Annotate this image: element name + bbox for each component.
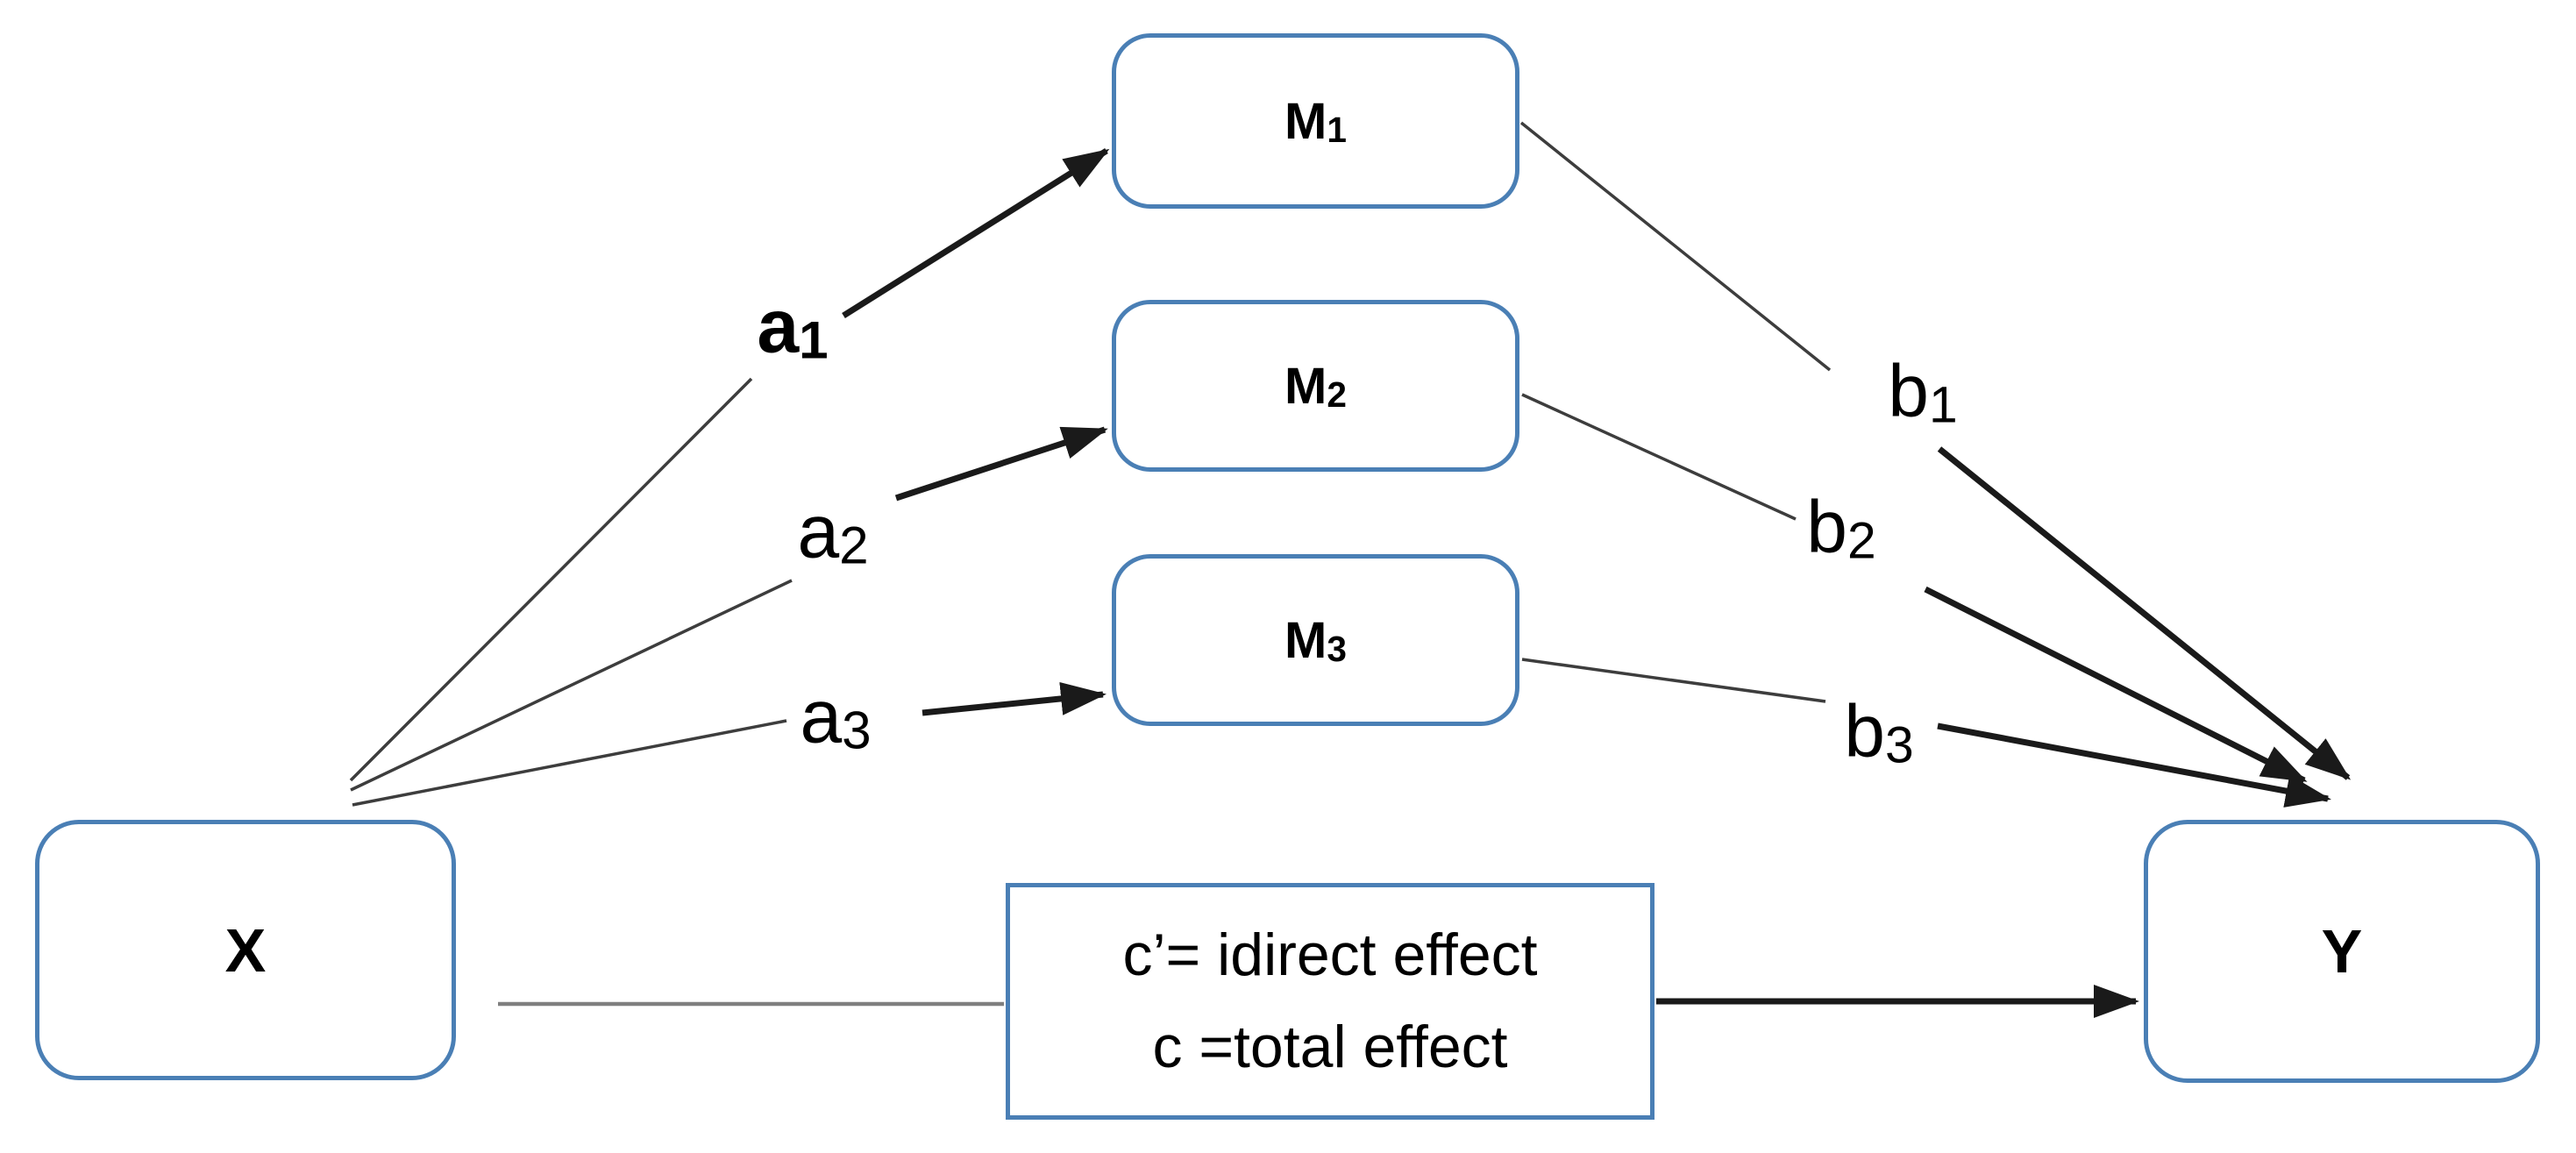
arrow-b2-to-y	[1924, 586, 2308, 784]
node-m2-box: M2	[1112, 300, 1519, 472]
arrow-a2-to-m2	[894, 426, 1108, 502]
arrow-b3-to-y	[1937, 722, 2331, 808]
path-label-a2: a2	[797, 489, 869, 575]
arrow-a1-to-m1	[842, 148, 1110, 318]
path-label-a1: a1	[757, 284, 829, 370]
path-label-b1: b1	[1888, 349, 1958, 434]
line-m2-to-b2	[1521, 393, 1797, 521]
node-m2-label: M2	[1284, 357, 1347, 416]
arrow-a3-to-m3	[922, 681, 1107, 716]
path-label-a2-subscript: 2	[839, 516, 869, 575]
effect-note-line1: c’= idirect effect	[1122, 921, 1538, 988]
node-m3-box: M3	[1112, 554, 1519, 726]
node-m3-label: M3	[1284, 611, 1347, 670]
node-y-label: Y	[2321, 917, 2363, 986]
path-label-b3-subscript: 3	[1885, 716, 1914, 774]
line-x-to-a1	[349, 377, 753, 782]
path-label-b2: b2	[1806, 485, 1876, 570]
arrow-b1-to-y	[1937, 446, 2352, 780]
node-x-box: X	[35, 820, 456, 1080]
node-m2-subscript: 2	[1327, 374, 1347, 416]
node-m1-label: M1	[1284, 92, 1347, 151]
line-m3-to-b3	[1521, 658, 1826, 703]
effect-note-box: c’= idirect effect c =total effect	[1006, 883, 1654, 1120]
node-m1-subscript: 1	[1327, 110, 1347, 151]
node-m1-box: M1	[1112, 33, 1519, 209]
node-y-box: Y	[2144, 820, 2540, 1083]
path-label-b1-subscript: 1	[1929, 376, 1958, 434]
effect-note-line2: c =total effect	[1152, 1014, 1508, 1080]
line-x-to-a3	[352, 719, 787, 807]
line-m1-to-b1	[1519, 121, 1832, 372]
line-x-to-a2	[350, 579, 793, 792]
path-label-b2-subscript: 2	[1847, 512, 1876, 570]
path-label-a3-subscript: 3	[842, 701, 872, 760]
path-label-b3: b3	[1844, 689, 1914, 774]
node-m3-subscript: 3	[1327, 629, 1347, 670]
node-x-label: X	[224, 915, 267, 985]
path-label-a3: a3	[800, 674, 872, 760]
path-label-a1-subscript: 1	[799, 310, 829, 370]
